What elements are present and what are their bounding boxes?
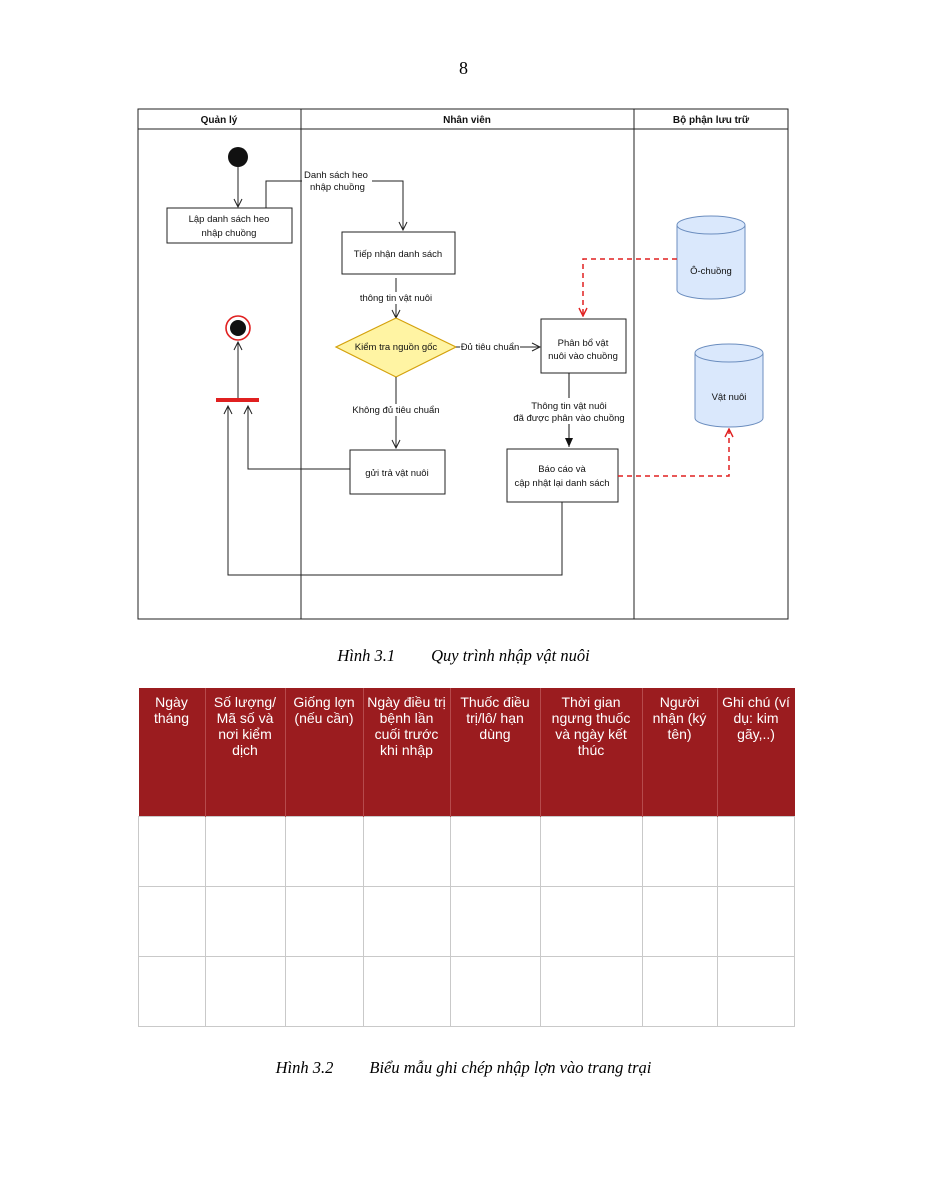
edge-label-da-phan-1: Thông tin vật nuôi [531, 401, 607, 412]
svg-text:Danh sách heo: Danh sách heo [304, 170, 368, 181]
datastore-vat-nuoi [694, 343, 764, 428]
svg-text:thông tin vật nuôi: thông tin vật nuôi [360, 293, 432, 304]
action-bao-cao-line2: cập nhật lại danh sách [514, 478, 609, 489]
svg-text:gửi trả vật nuôi: gửi trả vật nuôi [365, 468, 428, 479]
figure-caption-1: Hình 3.1 Quy trình nhập vật nuôi [0, 646, 927, 666]
table-row [138, 886, 795, 957]
end-node [225, 315, 251, 341]
svg-text:đã được phân vào chuồng: đã được phân vào chuồng [513, 413, 624, 424]
svg-text:cập nhật lại danh sách: cập nhật lại danh sách [514, 478, 609, 489]
lane-title-nhan-vien: Nhân viên [443, 115, 491, 126]
action-lap-danh-sach-line1: Lập danh sách heo [189, 214, 270, 225]
start-node [228, 147, 248, 167]
dashed-link-o-chuong [583, 258, 677, 316]
svg-text:Phân bổ vật: Phân bổ vật [558, 338, 609, 349]
dashed-link-vat-nuoi [618, 429, 729, 477]
figure-caption-2-number: Hình 3.2 [275, 1058, 334, 1077]
header-giong-lon: Giống lợn (nếu cần) [284, 688, 363, 817]
edge-label-da-phan-2: đã được phân vào chuồng [513, 413, 624, 424]
datastore-vat-nuoi-label: Vật nuôi [712, 392, 747, 403]
lane-title-bo-phan-luu-tru: Bộ phận lưu trữ [673, 115, 750, 126]
figure-caption-1-number: Hình 3.1 [337, 646, 396, 665]
lane-title-quan-ly: Quản lý [201, 115, 238, 126]
svg-text:Không đủ tiêu chuẩn: Không đủ tiêu chuẩn [352, 405, 439, 416]
figure-caption-2: Hình 3.2 Biểu mẫu ghi chép nhập lợn vào t… [0, 1058, 927, 1078]
join-bar [216, 398, 259, 402]
action-lap-danh-sach [166, 207, 293, 244]
action-tiep-nhan-label: Tiếp nhận danh sách [354, 249, 442, 260]
record-form-table: Ngày tháng Số lượng/ Mã số và nơi kiểm d… [138, 688, 795, 1027]
action-phan-bo [540, 318, 627, 374]
figure-caption-2-title: Biểu mẫu ghi chép nhập lợn vào trang trạ… [369, 1058, 652, 1077]
header-nguoi-nhan: Người nhận (ký tên) [641, 688, 717, 817]
action-phan-bo-line1: Phân bổ vật [558, 338, 609, 349]
svg-text:Kiểm tra nguồn gốc: Kiểm tra nguồn gốc [355, 342, 438, 353]
action-gui-tra-label: gửi trả vật nuôi [365, 468, 428, 479]
table-header-row: Ngày tháng Số lượng/ Mã số và nơi kiểm d… [138, 688, 795, 817]
edge-label-du-tieu-chuan: Đủ tiêu chuẩn [461, 342, 520, 353]
datastore-o-chuong [676, 215, 746, 300]
action-bao-cao-line1: Báo cáo và [538, 464, 586, 475]
svg-text:Thông tin vật nuôi: Thông tin vật nuôi [531, 401, 607, 412]
svg-text:nuôi vào chuồng: nuôi vào chuồng [548, 351, 618, 362]
header-ngay-thang: Ngày tháng [138, 688, 205, 817]
swimlane-frame [137, 108, 789, 620]
activity-diagram: Quản lý Nhân viên Bộ phận lưu trữ Lập da… [137, 108, 789, 620]
table-row [138, 956, 795, 1027]
action-gui-tra [349, 449, 446, 495]
action-lap-danh-sach-line2: nhập chuồng [202, 228, 257, 239]
header-thoi-gian-ngung-thuoc: Thời gian ngưng thuốc và ngày kết thúc [539, 688, 642, 817]
svg-text:Đủ tiêu chuẩn: Đủ tiêu chuẩn [461, 342, 520, 353]
decision-kiem-tra-label: Kiểm tra nguồn gốc [355, 342, 438, 353]
header-ngay-dieu-tri: Ngày điều trị bệnh lần cuối trước khi nh… [362, 688, 450, 817]
datastore-o-chuong-label: Ô-chuồng [690, 266, 732, 277]
edge-label-thong-tin: thông tin vật nuôi [360, 293, 432, 304]
svg-text:Ô-chuồng: Ô-chuồng [690, 266, 732, 277]
svg-text:Tiếp nhận danh sách: Tiếp nhận danh sách [354, 249, 442, 260]
header-ghi-chu: Ghi chú (ví dụ: kim gãy,..) [716, 688, 795, 817]
action-phan-bo-line2: nuôi vào chuồng [548, 351, 618, 362]
edge-label-danh-sach-heo-1: Danh sách heo [304, 170, 368, 181]
svg-text:nhập chuồng: nhập chuồng [310, 182, 365, 193]
svg-text:Vật nuôi: Vật nuôi [712, 392, 747, 403]
page-number: 8 [459, 58, 468, 78]
header-so-luong: Số lượng/ Mã số và nơi kiểm dịch [204, 688, 285, 817]
action-bao-cao [506, 448, 619, 503]
svg-text:Lập danh sách heo: Lập danh sách heo [189, 214, 270, 225]
action-tiep-nhan [341, 231, 456, 275]
header-thuoc-dieu-tri: Thuốc điều trị/lô/ hạn dùng [449, 688, 540, 817]
figure-caption-1-title: Quy trình nhập vật nuôi [431, 646, 590, 665]
edge-label-khong-du: Không đủ tiêu chuẩn [352, 405, 439, 416]
svg-text:Báo cáo và: Báo cáo và [538, 464, 586, 475]
edge-label-danh-sach-heo-2: nhập chuồng [310, 182, 365, 193]
svg-text:nhập chuồng: nhập chuồng [202, 228, 257, 239]
table-row [138, 816, 795, 887]
